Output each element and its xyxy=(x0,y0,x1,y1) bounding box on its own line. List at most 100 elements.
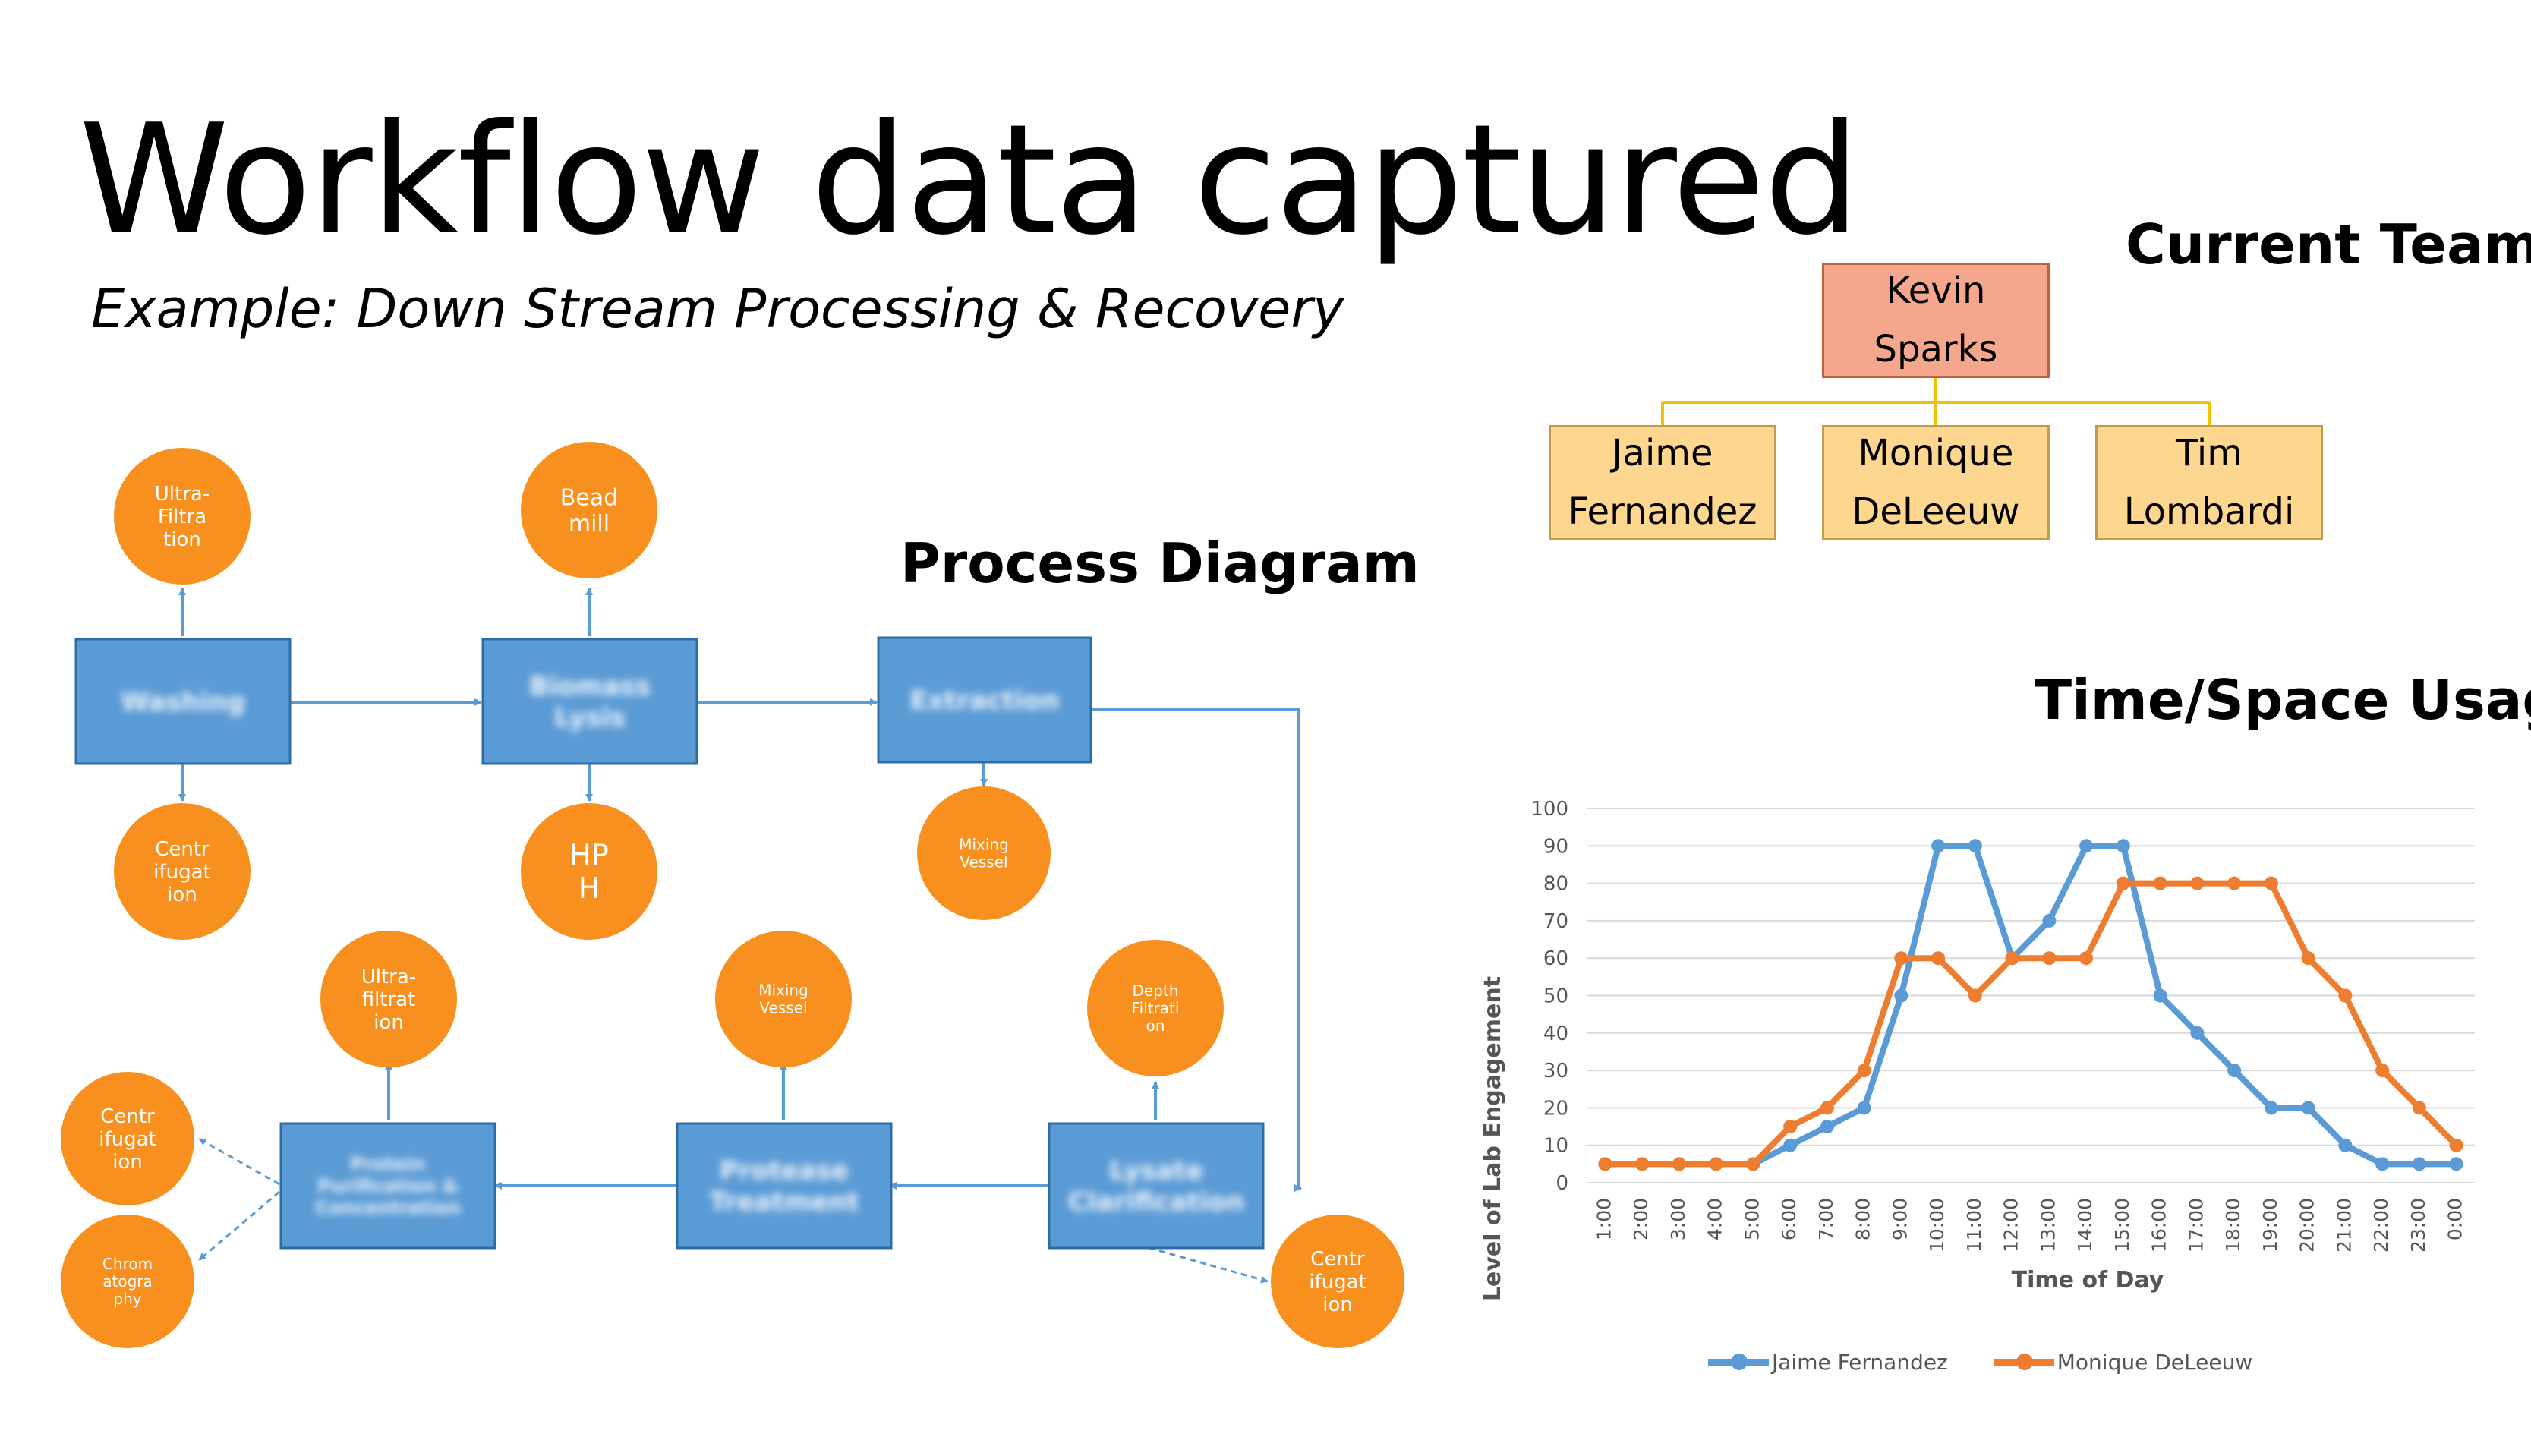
process-circle-shape xyxy=(715,931,852,1067)
slide-subtitle: Example: Down Stream Processing & Recove… xyxy=(91,278,1344,340)
process-box-shape xyxy=(481,638,698,765)
x-tick-label: 15:00 xyxy=(2111,1198,2133,1253)
process-box-label: Extraction xyxy=(910,685,1060,716)
process-box-shape xyxy=(676,1122,893,1250)
series-2-point xyxy=(1783,1120,1798,1134)
series-2-point xyxy=(2005,951,2019,966)
series-1-point xyxy=(2375,1157,2390,1171)
series-1-point xyxy=(2079,839,2094,853)
process-circle-shape xyxy=(114,448,251,585)
process-circle-shape xyxy=(521,442,657,578)
team-member-1-last: Fernandez xyxy=(1568,490,1757,533)
y-tick-label: 10 xyxy=(1543,1135,1568,1158)
x-tick-label: 4:00 xyxy=(1704,1198,1726,1240)
series-1-point xyxy=(1857,1101,1871,1115)
series-2-point xyxy=(2412,1101,2426,1115)
legend-swatch-series-2 xyxy=(1993,1353,2054,1370)
series-1-point xyxy=(2264,1101,2278,1115)
x-tick-label: 20:00 xyxy=(2296,1198,2318,1253)
edge-clarification-centrifugation xyxy=(1138,1243,1269,1284)
legend-swatch-series-1 xyxy=(1708,1353,1769,1370)
x-tick-label: 21:00 xyxy=(2333,1198,2355,1253)
chart-legend: Jaime Fernandez Monique DeLeeuw xyxy=(1708,1350,2252,1375)
x-tick-label: 14:00 xyxy=(2074,1198,2096,1253)
y-tick-label: 50 xyxy=(1543,985,1568,1008)
series-2-point xyxy=(2375,1064,2390,1078)
series-1-point xyxy=(1968,839,1982,853)
edge-purification-centrifugation xyxy=(198,1137,280,1186)
series-2-point xyxy=(2301,951,2315,966)
series-1-point xyxy=(1783,1138,1798,1152)
process-box-b_extraction: Extraction xyxy=(877,636,1092,764)
y-tick-label: 20 xyxy=(1543,1097,1568,1120)
chart-y-axis-label: Level of Lab Engagement xyxy=(1480,976,1506,1301)
series-1-point xyxy=(2227,1064,2242,1078)
team-member-box-3: Tim Lombardi xyxy=(2095,425,2323,540)
process-circle-shape xyxy=(1271,1215,1404,1348)
series-2-point xyxy=(1746,1157,1760,1171)
process-box-shape xyxy=(74,638,292,765)
series-2-point xyxy=(2338,988,2353,1003)
team-lead-box: Kevin Sparks xyxy=(1822,263,2050,378)
org-chart-connectors xyxy=(1661,376,2211,425)
series-1-point xyxy=(2301,1101,2315,1115)
legend-label-series-2: Monique DeLeeuw xyxy=(2057,1350,2253,1375)
process-circle-shape xyxy=(61,1072,194,1205)
series-2-point xyxy=(2116,876,2130,890)
current-team-heading: Current Team xyxy=(2126,213,2531,276)
x-tick-label: 12:00 xyxy=(2000,1198,2022,1253)
team-member-2-last: DeLeeuw xyxy=(1852,490,2020,533)
process-circle-shape xyxy=(114,803,251,940)
process-box-label: Washing xyxy=(121,687,245,717)
process-circle-shape xyxy=(1087,940,1224,1076)
team-lead-name: Kevin Sparks xyxy=(1874,269,1998,370)
team-member-1-first: Jaime xyxy=(1612,432,1713,475)
x-tick-label: 13:00 xyxy=(2037,1198,2059,1253)
process-circle-shape xyxy=(61,1215,194,1348)
series-1-point xyxy=(1931,839,1946,853)
x-tick-label: 9:00 xyxy=(1889,1198,1911,1240)
x-tick-label: 0:00 xyxy=(2444,1198,2466,1240)
y-tick-label: 90 xyxy=(1543,835,1568,858)
series-2-point xyxy=(2190,876,2205,890)
x-tick-label: 19:00 xyxy=(2259,1198,2281,1253)
x-tick-label: 1:00 xyxy=(1593,1198,1615,1240)
legend-label-series-1: Jaime Fernandez xyxy=(1772,1350,1948,1375)
series-2-point xyxy=(1598,1157,1612,1171)
series-line-2 xyxy=(1605,880,2459,1168)
series-line-1 xyxy=(1605,843,2457,1168)
legend-item-series-1: Jaime Fernandez xyxy=(1708,1350,1948,1375)
x-tick-label: 10:00 xyxy=(1926,1198,1948,1253)
legend-item-series-2: Monique DeLeeuw xyxy=(1993,1350,2253,1375)
series-2-point xyxy=(2042,951,2057,966)
series-2-point xyxy=(1968,988,1982,1003)
x-tick-label: 2:00 xyxy=(1630,1198,1652,1240)
edge-extraction-clarification xyxy=(1091,708,1302,1192)
x-tick-label: 8:00 xyxy=(1852,1198,1874,1240)
team-member-3-last: Lombardi xyxy=(2123,490,2295,533)
series-1-point xyxy=(1894,988,1908,1003)
series-2-point xyxy=(2153,876,2167,890)
x-tick-label: 17:00 xyxy=(2185,1198,2207,1253)
